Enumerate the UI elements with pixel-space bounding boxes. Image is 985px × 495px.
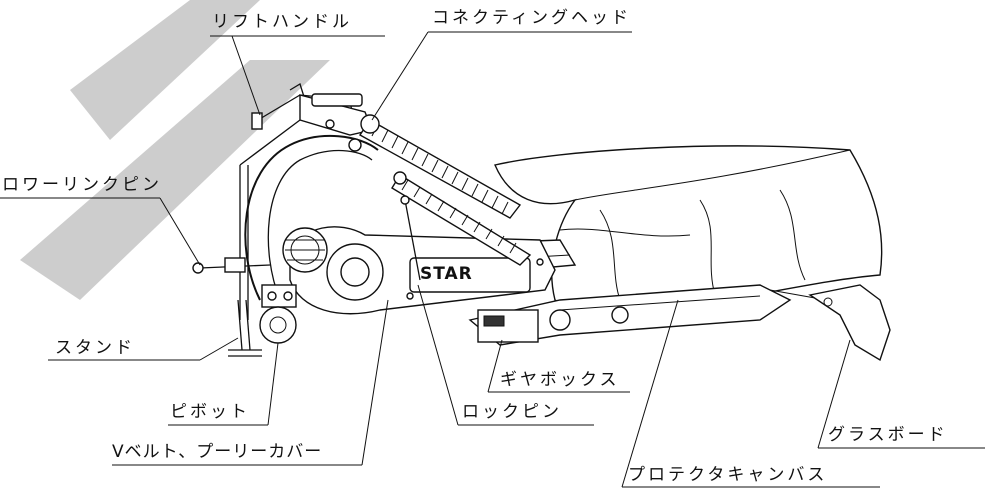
lift-handle-shape: [251, 83, 373, 152]
label-lock-pin: ロックピン: [462, 402, 562, 422]
brand-logo: STAR: [420, 264, 473, 284]
label-grass-board: グラスボード: [828, 425, 948, 445]
frame: [192, 119, 301, 320]
label-lift-handle: リフトハンドル: [212, 12, 352, 32]
grass-board-shape: [769, 284, 891, 362]
v-belt-pulley: [282, 227, 328, 273]
label-connecting-head: コネクティングヘッド: [432, 8, 631, 28]
pulley-cover-shape: [289, 226, 556, 315]
label-stand: スタンド: [55, 338, 135, 358]
leader-lines: [0, 31, 985, 488]
label-lower-link-pin: ロワーリンクピン: [2, 175, 162, 195]
protector-canvas-shape: [494, 145, 883, 313]
label-pivot: ピボット: [170, 402, 250, 422]
cutter-bar: [468, 284, 792, 346]
stand-shape: [228, 299, 262, 357]
pivot-shape: [259, 306, 297, 344]
label-v-belt-pulley-cover: Vベルト、プーリーカバー: [112, 442, 323, 462]
springs: [358, 114, 532, 266]
lock-pin-shape: [400, 195, 421, 281]
label-gearbox: ギヤボックス: [500, 370, 620, 390]
guard-wheel: [244, 134, 379, 301]
label-protector-canvas: プロテクタキャンバス: [628, 465, 828, 485]
